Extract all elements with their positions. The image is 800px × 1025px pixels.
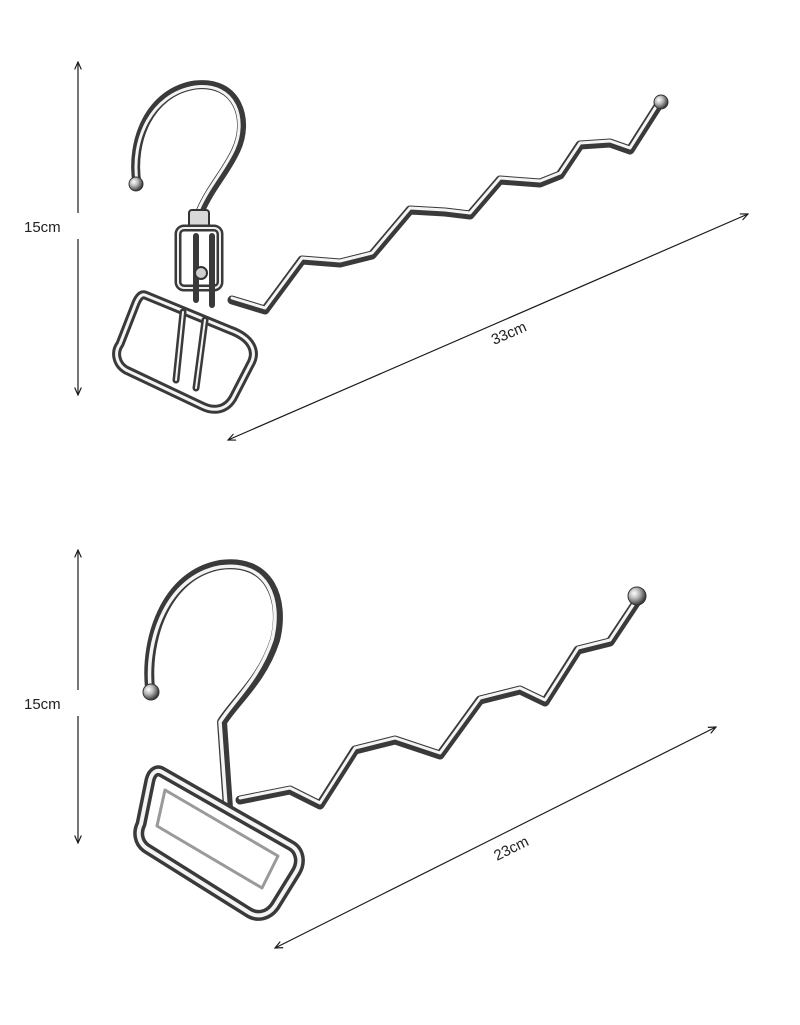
length-label-top: 33cm: [489, 318, 529, 348]
arm-ball-tip: [653, 94, 669, 110]
height-label-bottom: 15cm: [24, 696, 61, 713]
height-label-top: 15cm: [24, 219, 61, 236]
hook-ball-tip: [128, 176, 144, 192]
hanger-figure-bottom: 15cm 23cm: [24, 550, 716, 948]
length-label-bottom: 23cm: [491, 833, 531, 865]
hook-ball-tip-bottom: [142, 683, 160, 701]
arm-ball-tip-bottom: [627, 586, 647, 606]
length-dimension-line-top: [228, 214, 748, 440]
clip-hanger-illustration: [112, 80, 669, 414]
length-dimension-line-bottom: [275, 727, 716, 948]
loop-hanger-illustration: [133, 559, 647, 921]
hanger-figure-top: 15cm 33cm: [24, 62, 748, 440]
